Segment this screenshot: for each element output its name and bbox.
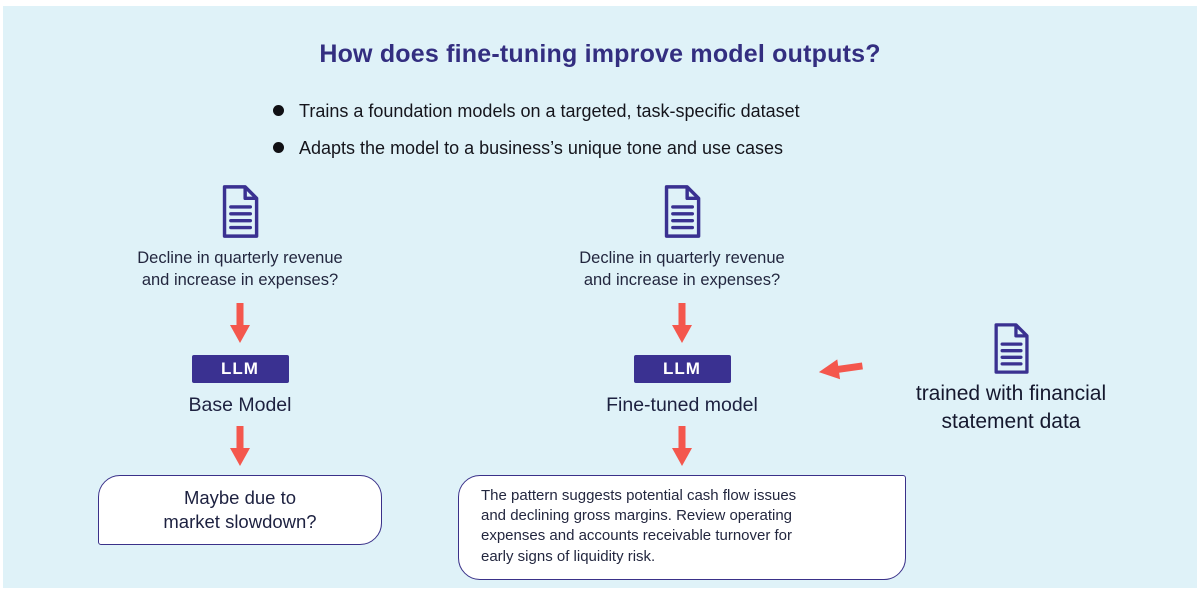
output-text: The pattern suggests potential cash flow… — [481, 486, 797, 565]
base-model-flow: Decline in quarterly revenue and increas… — [96, 184, 384, 545]
finetuned-model-flow: Decline in quarterly revenue and increas… — [458, 184, 906, 580]
document-icon — [222, 185, 259, 238]
bullet-list: Trains a foundation models on a targeted… — [273, 100, 800, 159]
page-title: How does fine-tuning improve model outpu… — [319, 40, 881, 68]
arrow-down-icon — [672, 425, 692, 466]
arrow-down-icon — [230, 302, 250, 343]
bullet-dot-icon — [273, 105, 284, 116]
bullet-item: Trains a foundation models on a targeted… — [273, 100, 800, 123]
arrow-left-wrap — [815, 354, 867, 389]
model-label: Base Model — [188, 393, 292, 416]
arrow-down-icon — [672, 302, 692, 343]
bullet-dot-icon — [273, 141, 284, 153]
bullet-text: Adapts the model to a business’s unique … — [299, 137, 783, 158]
arrow-down-icon — [230, 425, 250, 466]
model-label: Fine-tuned model — [606, 393, 758, 416]
bullet-text: Trains a foundation models on a targeted… — [299, 101, 800, 121]
arrow-left-icon — [818, 359, 863, 380]
annotation-text: trained with financial statement data — [915, 382, 1107, 434]
bullet-item: Adapts the model to a business’s unique … — [273, 137, 800, 160]
document-icon — [994, 323, 1029, 374]
output-bubble: Maybe due to market slowdown? — [98, 474, 382, 545]
llm-box: LLM — [633, 354, 731, 383]
output-bubble: The pattern suggests potential cash flow… — [458, 474, 906, 580]
document-icon — [664, 185, 701, 238]
prompt-text: Decline in quarterly revenue and increas… — [579, 249, 785, 289]
prompt-text: Decline in quarterly revenue and increas… — [137, 249, 343, 289]
training-annotation: trained with financial statement data — [875, 322, 1147, 437]
llm-box: LLM — [191, 354, 289, 383]
output-text: Maybe due to market slowdown? — [163, 486, 317, 532]
